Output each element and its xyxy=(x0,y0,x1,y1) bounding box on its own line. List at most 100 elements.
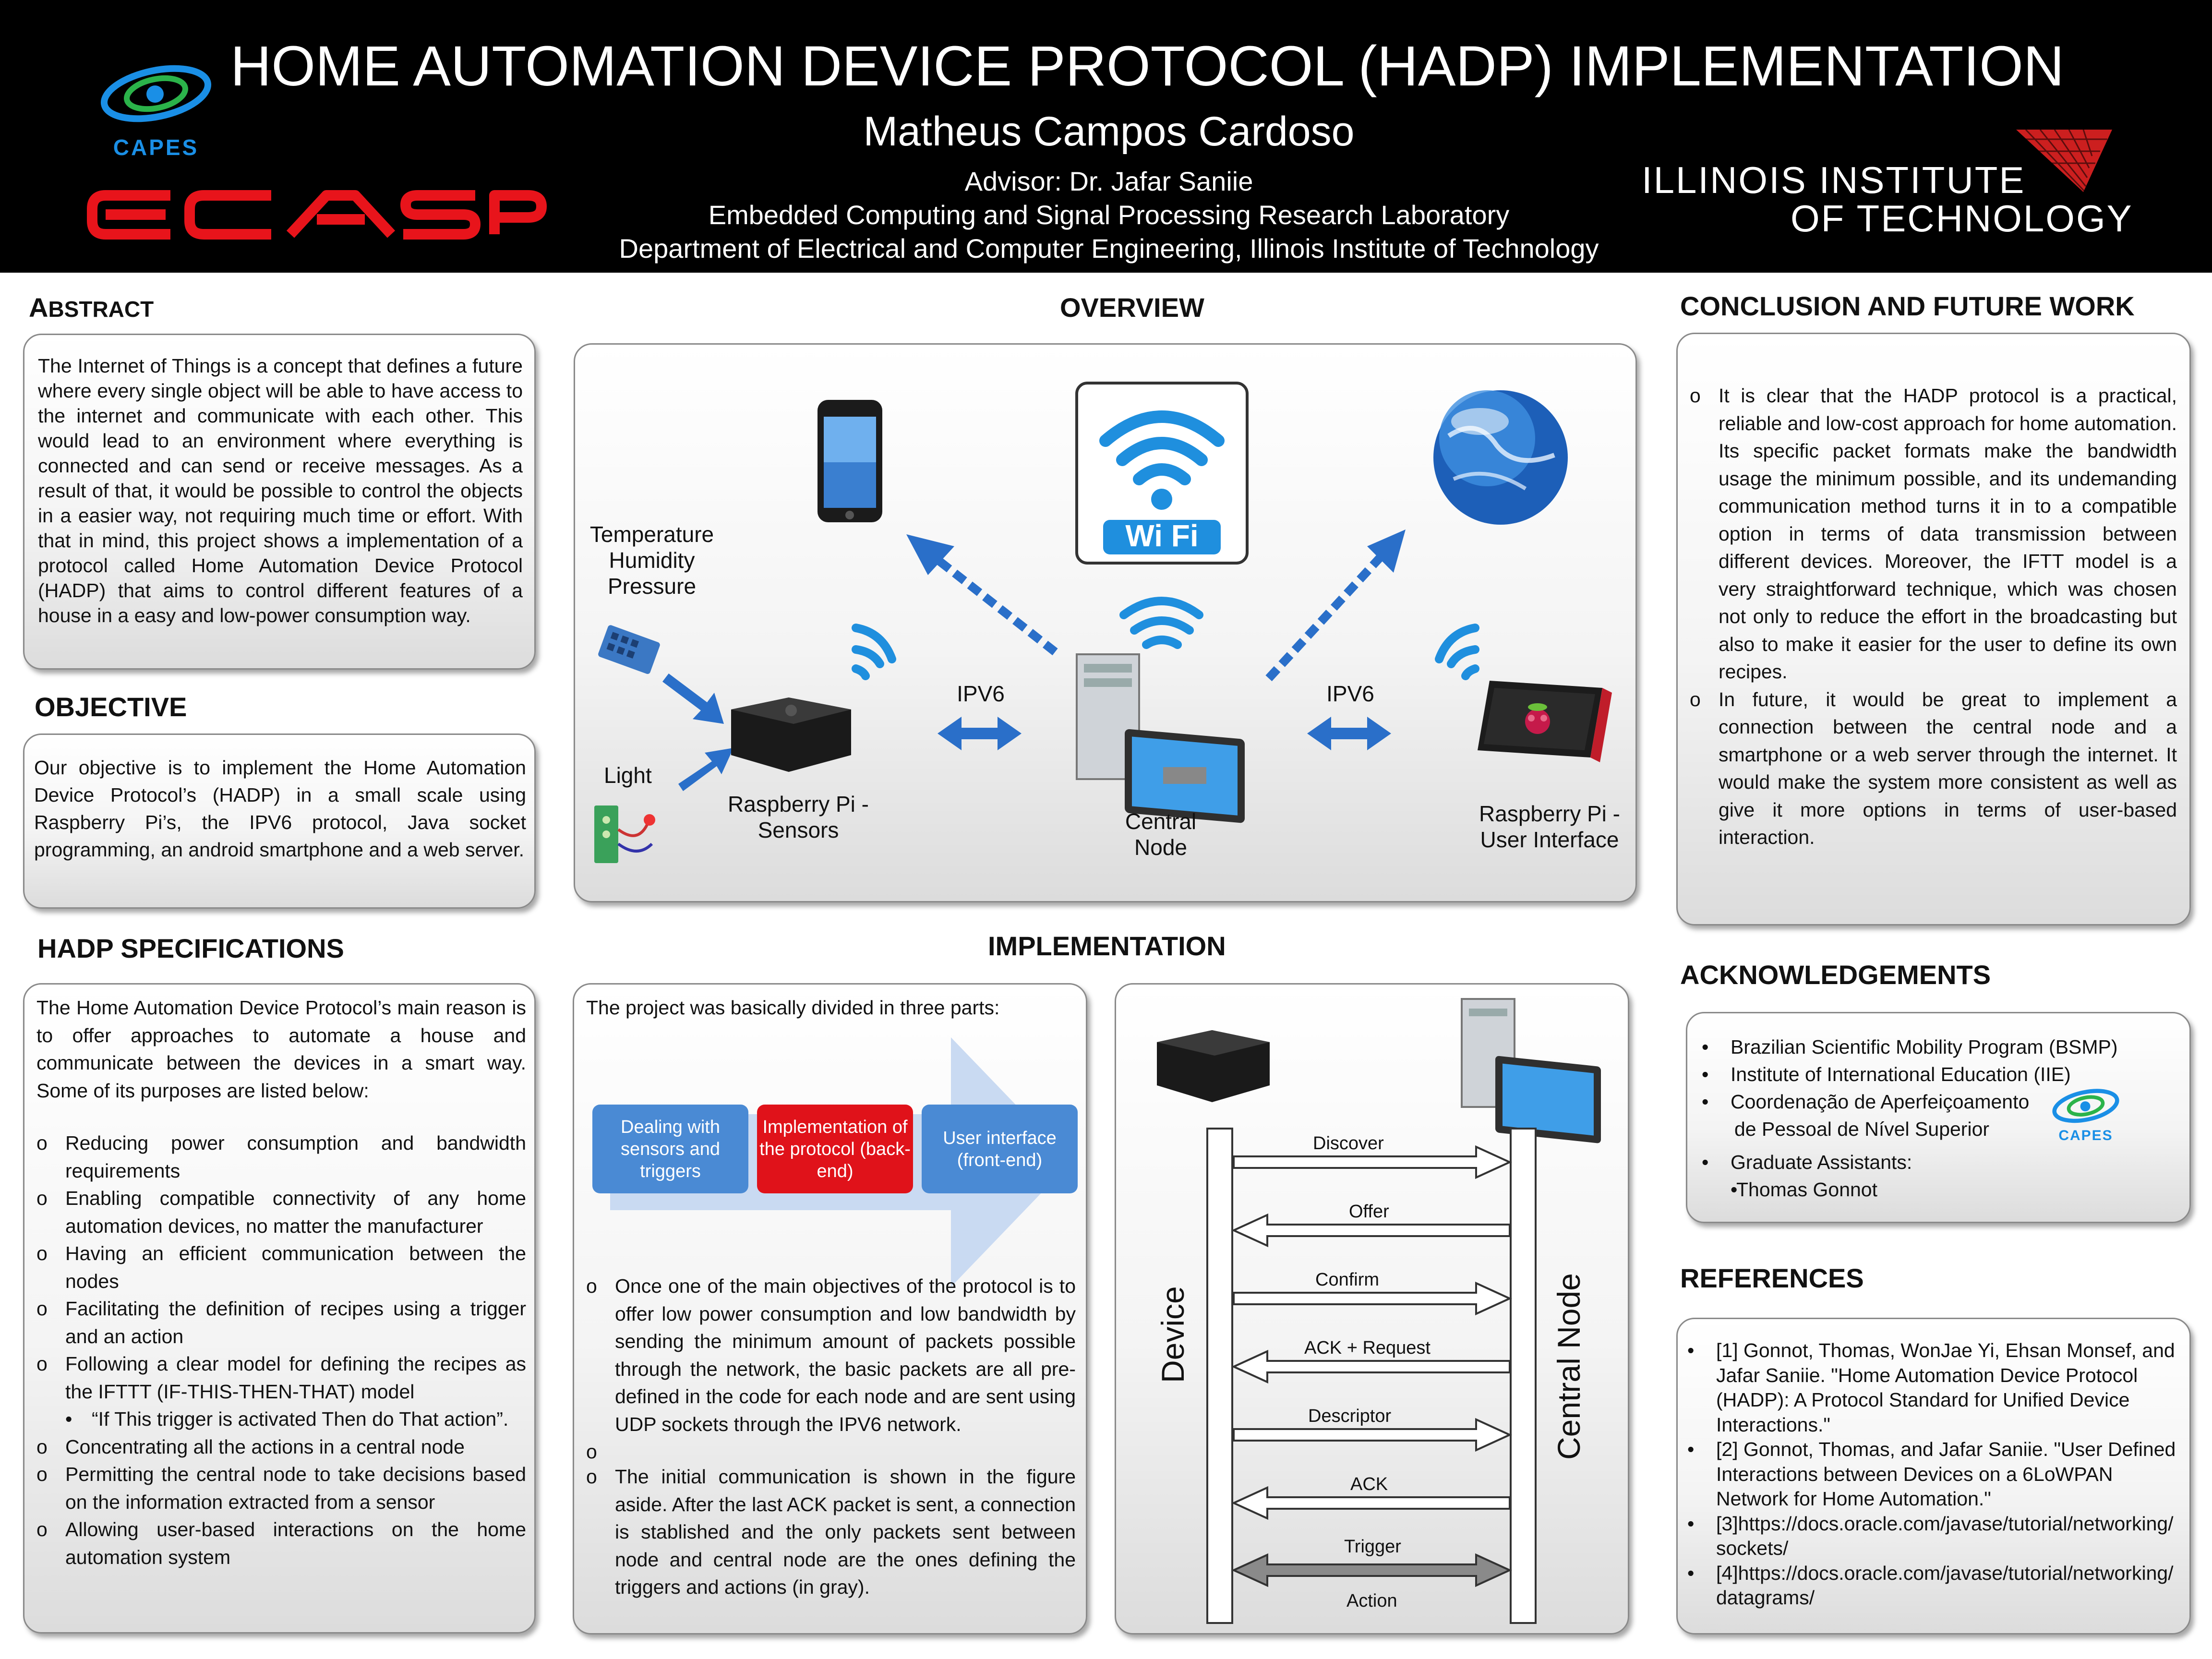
references-body: [1] Gonnot, Thomas, WonJae Yi, Ehsan Mon… xyxy=(1687,1338,2182,1611)
arrow-head-globe xyxy=(1367,529,1406,573)
capes-small-word: CAPES xyxy=(2058,1128,2113,1143)
rpi-sensors-label: Raspberry Pi - Sensors xyxy=(728,792,869,842)
ipv6-right-label: IPV6 xyxy=(1326,681,1374,706)
reference-item: [2] Gonnot, Thomas, and Jafar Saniie. "U… xyxy=(1687,1437,2182,1512)
device-lifeline xyxy=(1206,1128,1233,1624)
reference-item: [4]https://docs.oracle.com/javase/tutori… xyxy=(1687,1561,2182,1611)
conclusion-item: It is clear that the HADP protocol is a … xyxy=(1690,382,2177,686)
capes-wordmark: CAPES xyxy=(113,135,199,160)
objective-text: Our objective is to implement the Home A… xyxy=(34,757,526,861)
iit-line2: OF TECHNOLOGY xyxy=(1791,197,2133,240)
msg-confirm: Confirm xyxy=(1315,1270,1380,1290)
central-node-computer-icon xyxy=(1076,653,1245,823)
step-interface: User interface (front-end) xyxy=(922,1105,1078,1193)
ack-item: Brazilian Scientific Mobility Program (B… xyxy=(1702,1034,2134,1061)
advisor-line: Advisor: Dr. Jafar Saniie xyxy=(964,166,1253,196)
iit-triangle-icon xyxy=(2016,130,2112,192)
step-protocol: Implementation of the protocol (back-end… xyxy=(757,1105,913,1193)
acknowledgements-panel: Brazilian Scientific Mobility Program (B… xyxy=(1686,1012,2191,1223)
specs-list: Reducing power consumption and bandwidth… xyxy=(36,1130,526,1406)
arrow-head-phone xyxy=(906,534,954,575)
wifi-signal-icons xyxy=(852,597,1479,680)
specs-item: Allowing user-based interactions on the … xyxy=(36,1516,526,1571)
poster-header: CAPES HOME AUTOMATION DEVICE PROTOCOL (H… xyxy=(0,0,2212,273)
sensor-types-text: Temperature Humidity Pressure xyxy=(589,522,714,599)
iit-line1: ILLINOIS INSTITUTE xyxy=(1642,159,2026,201)
central-node-actor-label: Central Node xyxy=(1551,1273,1587,1460)
reference-item: [3]https://docs.oracle.com/javase/tutori… xyxy=(1687,1512,2182,1561)
conclusion-list: It is clear that the HADP protocol is a … xyxy=(1690,382,2177,852)
acknowledgements-list: Brazilian Scientific Mobility Program (B… xyxy=(1702,1034,2134,1176)
step-sensors: Dealing with sensors and triggers xyxy=(592,1105,748,1193)
arrow-trigger-action xyxy=(1231,1553,1512,1587)
specs-body: The Home Automation Device Protocol’s ma… xyxy=(36,994,526,1571)
raspberry-pi-sensors-icon xyxy=(731,697,851,772)
smartphone-icon xyxy=(817,400,882,522)
light-sensor-icon xyxy=(594,805,655,863)
specs-item: Reducing power consumption and bandwidth… xyxy=(36,1130,526,1185)
device-box-icon xyxy=(1157,1030,1270,1102)
abstract-panel: The Internet of Things is a concept that… xyxy=(23,334,536,670)
references-panel: [1] Gonnot, Thomas, WonJae Yi, Ehsan Mon… xyxy=(1676,1318,2191,1635)
poster-title: HOME AUTOMATION DEVICE PROTOCOL (HADP) I… xyxy=(230,35,2065,98)
msg-descriptor: Descriptor xyxy=(1308,1406,1392,1426)
iit-logo: ILLINOIS INSTITUTE OF TECHNOLOGY xyxy=(1642,130,2133,245)
specs-item: Enabling compatible connectivity of any … xyxy=(36,1185,526,1240)
abstract-text: The Internet of Things is a concept that… xyxy=(38,355,523,626)
central-node-icon xyxy=(1461,998,1601,1143)
references-list: [1] Gonnot, Thomas, WonJae Yi, Ehsan Mon… xyxy=(1687,1338,2182,1611)
references-heading: REFERENCES xyxy=(1680,1263,1864,1293)
specs-item: Following a clear model for defining the… xyxy=(36,1350,526,1406)
specs-sublist: “If This trigger is activated Then do Th… xyxy=(36,1406,526,1433)
specs-item: Having an efficient communication betwee… xyxy=(36,1240,526,1295)
objective-panel: Our objective is to implement the Home A… xyxy=(23,733,536,909)
msg-offer: Offer xyxy=(1349,1202,1389,1222)
arrow-ack xyxy=(1231,1486,1511,1520)
specs-list-2: Concentrating all the actions in a centr… xyxy=(36,1433,526,1572)
specs-spacer xyxy=(36,1105,526,1130)
light-label: Light xyxy=(604,763,652,788)
msg-discover: Discover xyxy=(1313,1133,1384,1154)
overview-panel: Temperature Humidity Pressure Light Rasp… xyxy=(574,343,1637,902)
central-node-label: Central Node xyxy=(1125,809,1197,860)
implementation-list: Once one of the main objectives of the p… xyxy=(586,1273,1076,1601)
conclusion-panel: It is clear that the HADP protocol is a … xyxy=(1676,333,2191,926)
ack-item: Institute of International Education (II… xyxy=(1702,1061,2134,1088)
rpi-ui-label: Raspberry Pi - User Interface xyxy=(1479,801,1620,852)
arrow-ack-request xyxy=(1231,1349,1511,1384)
ack-subitem: Thomas Gonnot xyxy=(1702,1176,2134,1203)
wifi-badge-text: Wi Fi xyxy=(1125,518,1199,553)
sequence-panel: Device Central Node Discover Offer Confi… xyxy=(1115,983,1629,1635)
department-line: Department of Electrical and Computer En… xyxy=(619,233,1599,264)
reference-item: [1] Gonnot, Thomas, WonJae Yi, Ehsan Mon… xyxy=(1687,1338,2182,1437)
msg-action: Action xyxy=(1346,1591,1397,1611)
globe-icon xyxy=(1433,390,1568,525)
wireless-arrows xyxy=(930,552,1385,682)
specs-item: Facilitating the definition of recipes u… xyxy=(36,1295,526,1350)
poster-author: Matheus Campos Cardoso xyxy=(863,108,1355,155)
conclusion-item: In future, it would be great to implemen… xyxy=(1690,686,2177,852)
conclusion-body: It is clear that the HADP protocol is a … xyxy=(1690,382,2177,852)
ack-item: Graduate Assistants: xyxy=(1702,1149,2134,1176)
ipv6-left-label: IPV6 xyxy=(957,681,1005,706)
sequence-arrows xyxy=(1231,1145,1512,1587)
capes-small-logo: CAPES xyxy=(2043,1085,2129,1148)
msg-ack: ACK xyxy=(1350,1474,1388,1494)
overview-diagram xyxy=(594,382,1612,863)
specs-item: Concentrating all the actions in a centr… xyxy=(36,1433,526,1461)
capes-logo: CAPES xyxy=(94,58,218,160)
wifi-badge-icon xyxy=(1075,382,1249,565)
specs-heading: HADP SPECIFICATIONS xyxy=(37,933,344,963)
capes-small-icon xyxy=(2052,1089,2119,1123)
specs-item: Permitting the central node to take deci… xyxy=(36,1461,526,1516)
acknowledgements-body: Brazilian Scientific Mobility Program (B… xyxy=(1702,1034,2134,1203)
implementation-item: Once one of the main objectives of the p… xyxy=(586,1273,1076,1438)
conclusion-heading: CONCLUSION AND FUTURE WORK xyxy=(1680,291,2135,321)
specs-intro: The Home Automation Device Protocol’s ma… xyxy=(36,997,526,1102)
msg-ack-request: ACK + Request xyxy=(1304,1338,1431,1358)
ecasp-logo xyxy=(87,190,547,240)
specs-subitem: “If This trigger is activated Then do Th… xyxy=(36,1406,526,1433)
ack-item-line1: Coordenação de Aperfeiçoamento xyxy=(1731,1091,2030,1113)
implementation-text-panel: The project was basically divided in thr… xyxy=(573,983,1087,1635)
